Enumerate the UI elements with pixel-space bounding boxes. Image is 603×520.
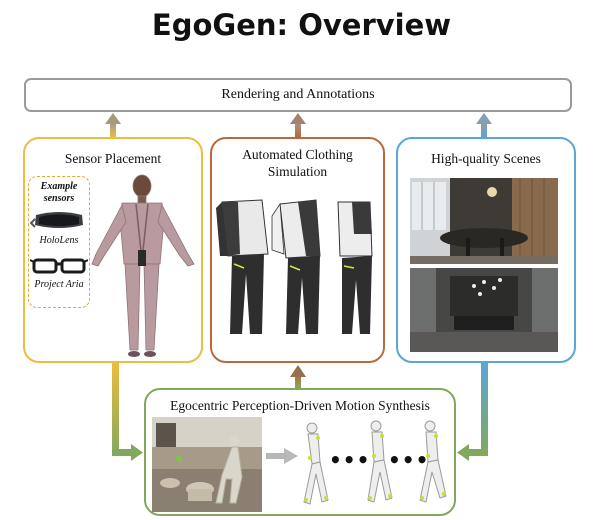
ellipsis-dots-2: ••• — [388, 448, 430, 472]
hololens-label: HoloLens — [39, 235, 79, 246]
human-avatar-figure — [91, 174, 195, 357]
scenes-title: High-quality Scenes — [431, 151, 541, 166]
rendering-annotations-label: Rendering and Annotations — [221, 87, 375, 102]
walking-body-1 — [303, 422, 329, 505]
rendering-annotations-box: Rendering and Annotations — [24, 78, 572, 112]
diagram-title: EgoGen: Overview — [151, 8, 452, 42]
clothing-title-line2: Simulation — [267, 164, 328, 179]
scene-render-living-room — [410, 268, 558, 352]
arrow-scenes-to-render — [476, 113, 492, 137]
clothing-title-line1: Automated Clothing — [242, 147, 353, 162]
example-sensors-label: Example sensors — [40, 181, 78, 204]
hololens-icon — [30, 212, 83, 228]
scene-render-dining-room — [410, 178, 558, 264]
project-aria-glasses-icon — [30, 258, 88, 274]
simulated-clothing-figures — [216, 199, 373, 334]
arrow-scenes-to-motion — [457, 363, 488, 461]
clothing-figure-1 — [216, 199, 269, 334]
sensor-placement-title: Sensor Placement — [64, 151, 162, 166]
walking-motion-sequence — [303, 420, 447, 505]
example-sensors-box: Example sensors HoloLens Project Aria — [28, 176, 90, 308]
clothing-figure-3 — [337, 201, 373, 334]
arrow-sensor-to-render — [105, 113, 121, 137]
arrow-right-icon — [266, 448, 298, 464]
motion-synthesis-title: Egocentric Perception-Driven Motion Synt… — [170, 398, 430, 413]
clothing-figure-2 — [271, 199, 321, 334]
motion-scene-render — [152, 417, 262, 512]
project-aria-label: Project Aria — [34, 279, 84, 290]
arrow-clothing-to-render — [290, 113, 306, 137]
arrow-motion-to-clothing — [290, 365, 306, 388]
ellipsis-dots-1: ••• — [329, 448, 371, 472]
arrow-sensor-to-motion — [112, 363, 143, 461]
